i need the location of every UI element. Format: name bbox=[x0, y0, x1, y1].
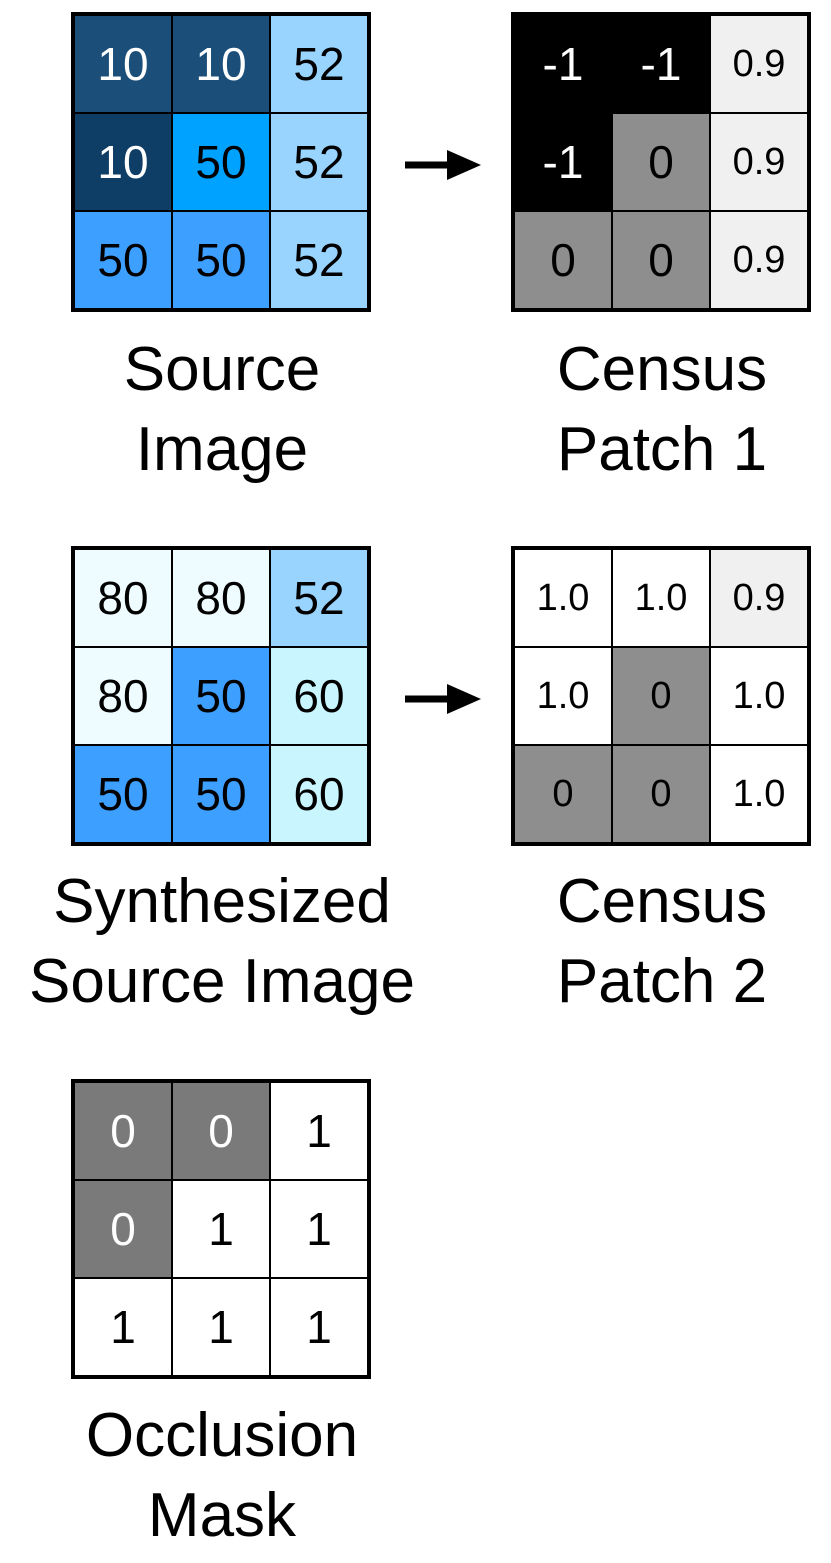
grid-cell: 1.0 bbox=[612, 549, 710, 647]
grid-cell: 80 bbox=[74, 549, 172, 647]
grid-cell: 0 bbox=[172, 1082, 270, 1180]
grid-cell: 50 bbox=[172, 647, 270, 745]
census-patch-2-caption: Census Patch 2 bbox=[442, 862, 831, 1022]
grid-cell: 0 bbox=[612, 113, 710, 211]
grid-cell: 60 bbox=[270, 745, 368, 843]
caption-line: Patch 1 bbox=[556, 415, 768, 484]
caption-line: Occlusion bbox=[85, 1401, 359, 1470]
grid-cell: 1 bbox=[74, 1278, 172, 1376]
grid-cell: 80 bbox=[74, 647, 172, 745]
grid-cell: 50 bbox=[74, 211, 172, 309]
grid-cell: 50 bbox=[172, 745, 270, 843]
caption-line: Synthesized bbox=[53, 867, 391, 936]
grid-cell: 0 bbox=[514, 745, 612, 843]
grid-cell: 1 bbox=[270, 1082, 368, 1180]
caption-line: Mask bbox=[147, 1481, 297, 1550]
grid-cell: 52 bbox=[270, 15, 368, 113]
grid-cell: 1 bbox=[172, 1180, 270, 1278]
grid-cell: 0 bbox=[612, 745, 710, 843]
arrow-right-icon bbox=[405, 684, 481, 714]
grid-cell: 0 bbox=[612, 647, 710, 745]
grid-cell: 60 bbox=[270, 647, 368, 745]
grid-cell: 1.0 bbox=[710, 745, 808, 843]
grid-cell: 52 bbox=[270, 211, 368, 309]
grid-cell: 0.9 bbox=[710, 15, 808, 113]
arrow-right-icon bbox=[405, 150, 481, 180]
grid-cell: 0.9 bbox=[710, 549, 808, 647]
grid-cell: -1 bbox=[514, 15, 612, 113]
grid-cell: 0.9 bbox=[710, 113, 808, 211]
source-image-caption: Source Image bbox=[2, 330, 442, 490]
grid-cell: 52 bbox=[270, 113, 368, 211]
grid-cell: 1 bbox=[172, 1278, 270, 1376]
caption-line: Source bbox=[123, 335, 321, 404]
grid-cell: 50 bbox=[172, 211, 270, 309]
caption-line: Patch 2 bbox=[556, 947, 768, 1016]
grid-cell: 0 bbox=[74, 1180, 172, 1278]
grid-cell: -1 bbox=[612, 15, 710, 113]
occlusion-mask-caption: Occlusion Mask bbox=[2, 1396, 442, 1556]
grid-cell: 1 bbox=[270, 1278, 368, 1376]
synthesized-source-image-caption: Synthesized Source Image bbox=[2, 862, 442, 1022]
grid-cell: 0.9 bbox=[710, 211, 808, 309]
grid-cell: 50 bbox=[74, 745, 172, 843]
grid-cell: 50 bbox=[172, 113, 270, 211]
grid-cell: 80 bbox=[172, 549, 270, 647]
caption-line: Census bbox=[556, 867, 768, 936]
caption-line: Census bbox=[556, 335, 768, 404]
grid-cell: 0 bbox=[74, 1082, 172, 1180]
grid-cell: 10 bbox=[172, 15, 270, 113]
census-patch-1-caption: Census Patch 1 bbox=[442, 330, 831, 490]
grid-cell: 1.0 bbox=[514, 647, 612, 745]
grid-cell: 10 bbox=[74, 113, 172, 211]
grid-cell: 0 bbox=[514, 211, 612, 309]
grid-cell: 52 bbox=[270, 549, 368, 647]
caption-line: Image bbox=[135, 415, 309, 484]
caption-line: Source Image bbox=[29, 947, 415, 1016]
grid-cell: -1 bbox=[514, 113, 612, 211]
grid-cell: 10 bbox=[74, 15, 172, 113]
grid-cell: 1 bbox=[270, 1180, 368, 1278]
grid-cell: 0 bbox=[612, 211, 710, 309]
grid-cell: 1.0 bbox=[514, 549, 612, 647]
grid-cell: 1.0 bbox=[710, 647, 808, 745]
